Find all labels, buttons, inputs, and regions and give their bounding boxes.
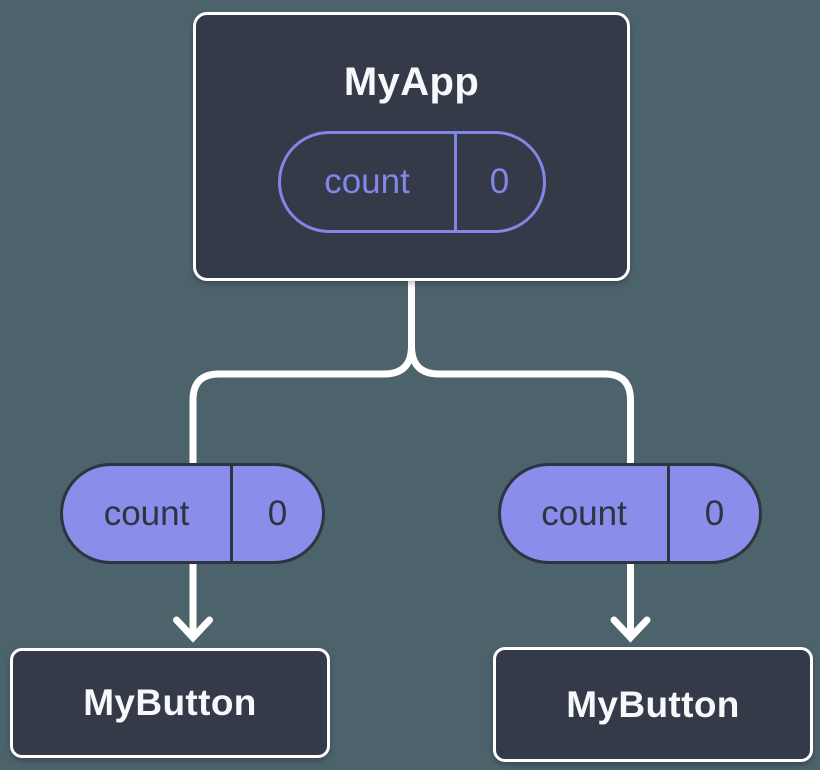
root-prop-value: 0 [453, 134, 543, 230]
branch-left-line [189, 345, 415, 470]
prop-right-name: count [541, 493, 627, 533]
node-myapp-title: MyApp [343, 60, 480, 104]
node-myapp: MyApp count 0 [193, 12, 630, 281]
node-mybutton-left: MyButton [10, 648, 330, 758]
root-prop-pill: count 0 [277, 131, 546, 233]
node-mybutton-right-title: MyButton [566, 683, 740, 725]
prop-right-value: 0 [667, 466, 759, 561]
prop-left-value: 0 [230, 466, 322, 561]
node-mybutton-right: MyButton [493, 647, 813, 762]
node-mybutton-left-title: MyButton [83, 682, 257, 723]
branch-right-line [408, 345, 634, 470]
prop-pill-right: count 0 [498, 463, 762, 564]
prop-left-name: count [103, 493, 190, 533]
prop-pill-left: count 0 [60, 463, 325, 564]
arrow-left-head-icon [173, 616, 213, 643]
root-prop-name: count [324, 162, 410, 201]
arrow-right-head-icon [610, 616, 651, 643]
